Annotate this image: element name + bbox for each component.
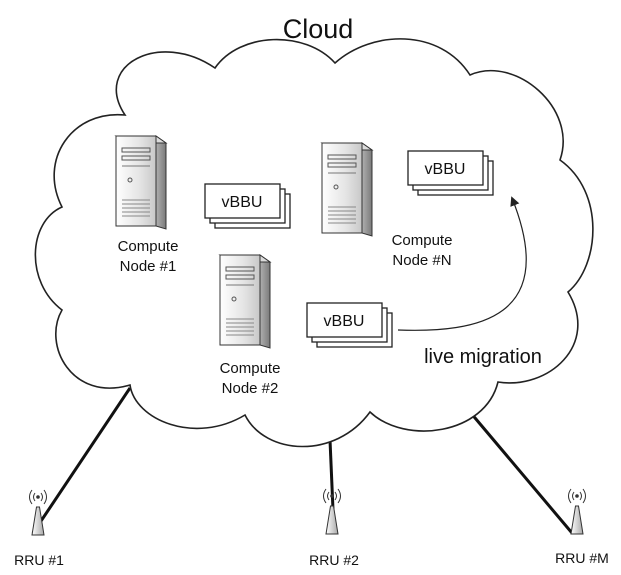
compute-node-n: Compute Node #N: [321, 142, 453, 269]
antenna-icon: [323, 488, 341, 535]
link-rru-m: [468, 411, 574, 534]
link-rru-1: [31, 387, 132, 534]
compute-node-1: Compute Node #1: [115, 135, 179, 275]
antenna-icon: [29, 489, 47, 536]
live-migration-label: live migration: [424, 346, 542, 368]
node-n-label-line2: Node #N: [392, 252, 451, 269]
server-icon: [115, 135, 167, 230]
cloud-shape: [34, 38, 594, 448]
compute-node-2: Compute Node #2: [219, 254, 281, 397]
node-1-label-line1: Compute: [118, 238, 179, 255]
node-2-label-line2: Node #2: [222, 380, 279, 397]
node-2-label-line1: Compute: [220, 360, 281, 377]
vbbu-label: vBBU: [425, 161, 466, 178]
live-migration-arrow: [397, 196, 527, 331]
rru-m: RRU #M: [555, 488, 609, 566]
cloud-title: Cloud: [283, 14, 354, 44]
rru-1: RRU #1: [14, 489, 64, 568]
node-n-label-line1: Compute: [392, 232, 453, 249]
rru-2-label: RRU #2: [309, 552, 359, 568]
antenna-icon: [568, 488, 586, 535]
node-1-label-line2: Node #1: [120, 258, 177, 275]
rru-2: RRU #2: [309, 488, 359, 568]
rru-m-label: RRU #M: [555, 550, 609, 566]
vbbu-label: vBBU: [324, 313, 365, 330]
vbbu-stack-n: vBBU: [407, 150, 494, 196]
vbbu-stack-2: vBBU: [306, 302, 393, 348]
rru-1-label: RRU #1: [14, 552, 64, 568]
server-icon: [321, 142, 373, 237]
server-icon: [219, 254, 271, 349]
vbbu-stack-1: vBBU: [204, 183, 291, 229]
vbbu-label: vBBU: [222, 194, 263, 211]
